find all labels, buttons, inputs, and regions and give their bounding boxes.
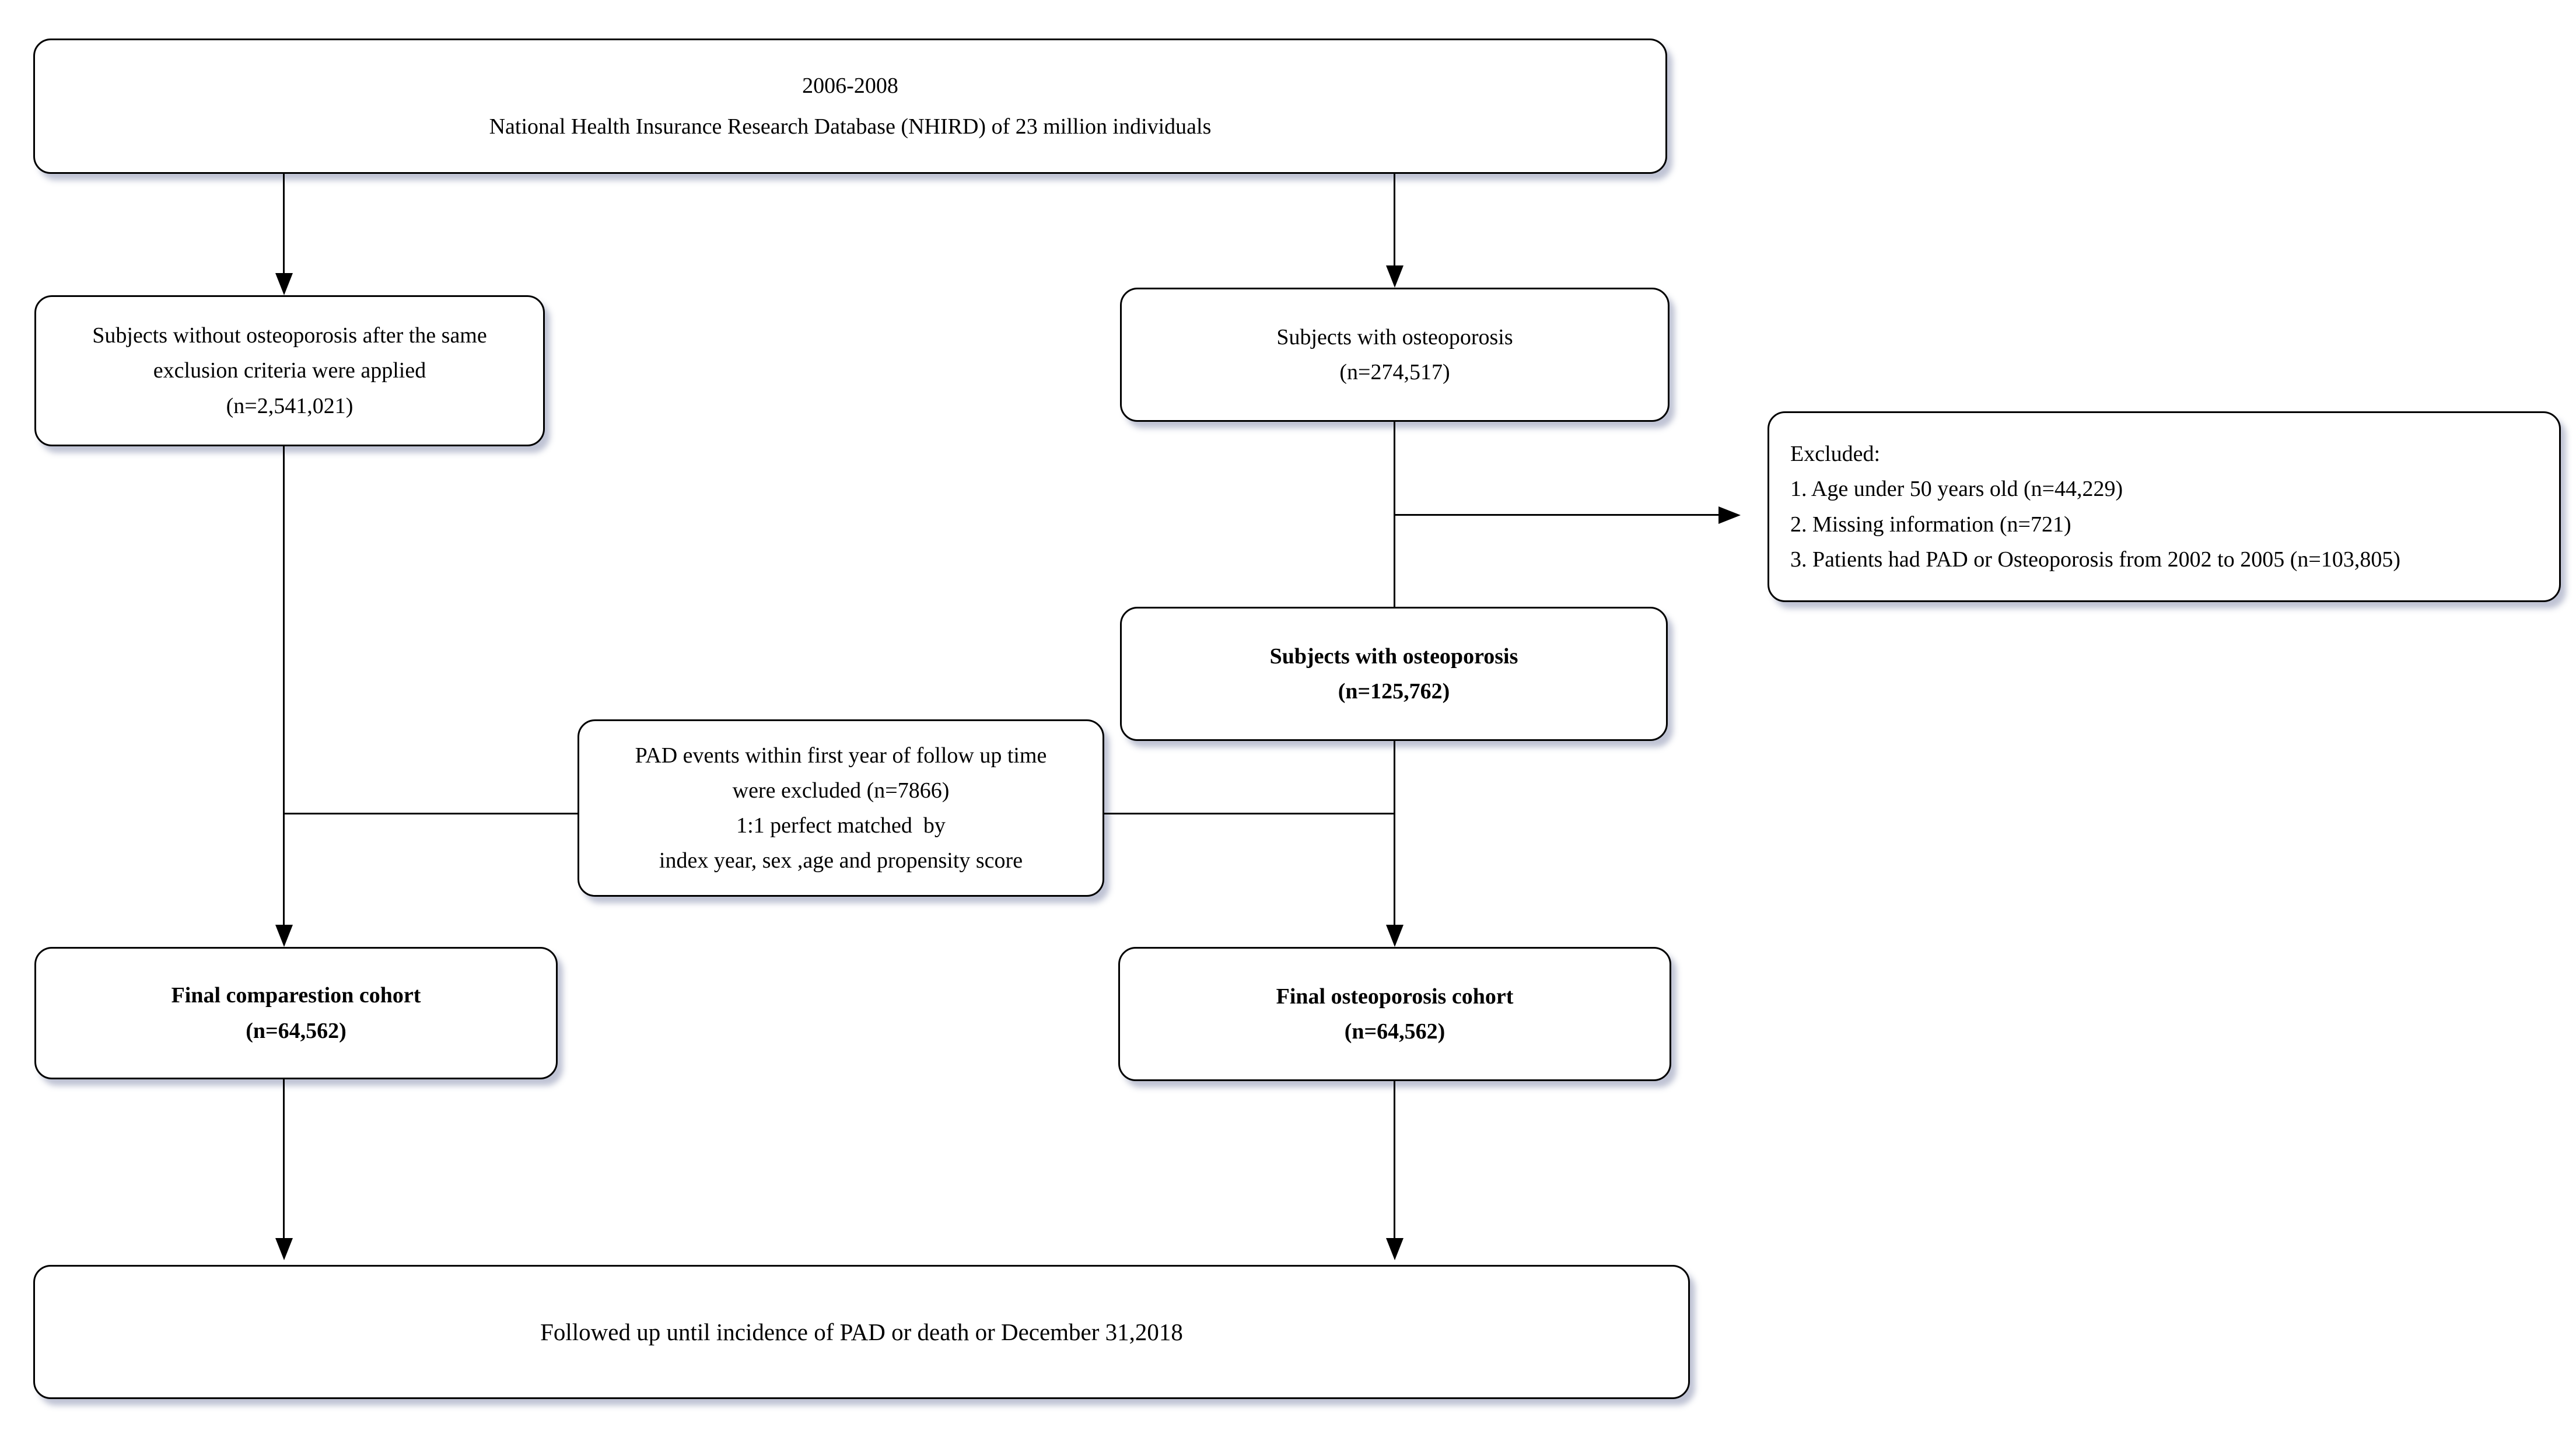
box-source-database: 2006-2008 National Health Insurance Rese… (33, 39, 1667, 174)
connector-final-osteoporosis-to-followup (1394, 1081, 1395, 1239)
connector-osteoporosis-to-after-exclusion (1394, 422, 1395, 607)
box-subjects-with-osteoporosis-initial: Subjects with osteoporosis (n=274,517) (1120, 288, 1670, 422)
box-subjects-without-osteoporosis: Subjects without osteoporosis after the … (34, 295, 545, 446)
excluded-item-1: 1. Age under 50 years old (n=44,229) (1790, 477, 2123, 502)
connector-to-excluded (1395, 514, 1720, 516)
connector-after-exclusion-to-final-osteoporosis (1394, 741, 1395, 926)
arrowhead-down-icon (275, 273, 293, 295)
connector-matching-left (284, 813, 578, 814)
box-subjects-with-osteoporosis-after-exclusion: Subjects with osteoporosis (n=125,762) (1120, 607, 1668, 741)
box-text-line: were excluded (n=7866) (732, 778, 950, 803)
excluded-item-2: 2. Missing information (n=721) (1790, 512, 2071, 537)
box-text-line: Followed up until incidence of PAD or de… (540, 1318, 1183, 1345)
box-matching-criteria: PAD events within first year of follow u… (578, 719, 1104, 897)
arrowhead-down-icon (275, 1238, 293, 1260)
box-final-comparison-cohort: Final comparestion cohort (n=64,562) (34, 947, 558, 1079)
box-text-line: (n=64,562) (1344, 1019, 1446, 1044)
box-followup: Followed up until incidence of PAD or de… (33, 1265, 1690, 1399)
arrowhead-down-icon (1386, 1238, 1404, 1260)
connector-source-to-no-osteoporosis (283, 174, 285, 274)
box-text-line: Final comparestion cohort (171, 983, 421, 1008)
box-text-line: (n=64,562) (246, 1018, 346, 1043)
box-excluded-criteria: Excluded: 1. Age under 50 years old (n=4… (1768, 411, 2561, 602)
connector-matching-right (1104, 813, 1395, 814)
box-final-osteoporosis-cohort: Final osteoporosis cohort (n=64,562) (1118, 947, 1671, 1081)
box-text-line: index year, sex ,age and propensity scor… (659, 848, 1023, 873)
box-text-line: Subjects without osteoporosis after the … (92, 323, 487, 348)
box-text-line: (n=274,517) (1339, 360, 1450, 384)
excluded-heading: Excluded: (1790, 442, 1881, 467)
arrowhead-down-icon (1386, 925, 1404, 947)
connector-source-to-osteoporosis (1394, 174, 1395, 267)
box-text-line: Subjects with osteoporosis (1269, 644, 1518, 669)
arrowhead-right-icon (1718, 506, 1741, 524)
arrowhead-down-icon (1386, 265, 1404, 288)
excluded-item-3: 3. Patients had PAD or Osteoporosis from… (1790, 547, 2400, 572)
source-years: 2006-2008 (802, 73, 898, 98)
connector-final-comparison-to-followup (283, 1079, 285, 1239)
box-text-line: 1:1 perfect matched by (736, 813, 946, 838)
source-database: National Health Insurance Research Datab… (489, 114, 1212, 139)
box-text-line: Final osteoporosis cohort (1276, 984, 1514, 1009)
box-text-line: exclusion criteria were applied (153, 358, 426, 383)
box-text-line: (n=125,762) (1338, 679, 1450, 704)
box-text-line: Subjects with osteoporosis (1276, 324, 1513, 349)
box-text-line: (n=2,541,021) (226, 393, 354, 418)
arrowhead-down-icon (275, 925, 293, 947)
connector-no-osteoporosis-to-final-comparison (283, 446, 285, 926)
box-text-line: PAD events within first year of follow u… (635, 743, 1047, 768)
